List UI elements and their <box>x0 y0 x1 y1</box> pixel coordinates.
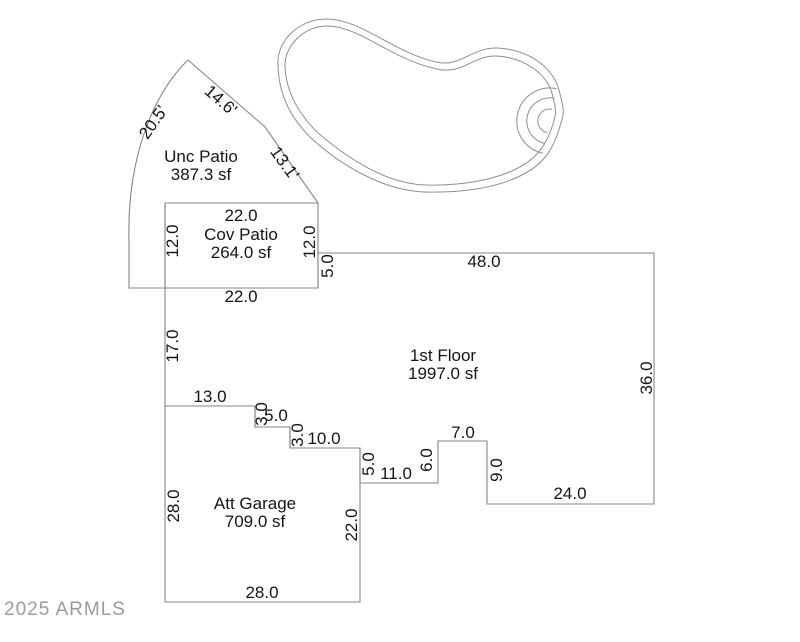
pool-step-arc-outer <box>516 87 557 154</box>
dim-step2-horizontal: 10.0 <box>307 429 340 448</box>
dim-first-floor-left: 17.0 <box>163 329 182 362</box>
dim-first-floor-top: 48.0 <box>467 252 500 271</box>
room-area-first-floor: 1997.0 sf <box>408 364 478 383</box>
armls-watermark: 2025 ARMLS <box>4 599 126 620</box>
att-garage-outline <box>164 405 361 603</box>
dim-unc-patio-top: 14.6' <box>201 81 241 119</box>
dim-cov-patio-left: 12.0 <box>163 224 182 257</box>
dim-notch-horizontal: 11.0 <box>380 464 412 483</box>
dim-cov-patio-top: 22.0 <box>224 206 257 225</box>
dim-cov-patio-bottom: 22.0 <box>224 287 257 306</box>
room-label-first-floor: 1st Floor <box>410 346 476 365</box>
room-area-cov-patio: 264.0 sf <box>211 243 272 262</box>
pool-step-arc-inner <box>537 108 553 134</box>
pool-inner-outline <box>284 25 556 186</box>
dim-garage-right: 22.0 <box>342 508 361 541</box>
room-area-att-garage: 709.0 sf <box>225 512 286 531</box>
dim-bump-right: 9.0 <box>487 458 506 482</box>
room-label-cov-patio: Cov Patio <box>204 225 278 244</box>
dim-bump-left: 6.0 <box>417 448 436 472</box>
dim-cov-patio-right: 12.0 <box>300 225 319 258</box>
dim-garage-bottom: 28.0 <box>245 583 278 602</box>
room-labels: Unc Patio 387.3 sf Cov Patio 264.0 sf 1s… <box>164 147 478 531</box>
dim-unc-patio-right: 13.1' <box>266 143 303 184</box>
dim-unc-patio-arc: 20.5' <box>135 102 171 143</box>
pool-steps <box>516 87 557 154</box>
dim-first-floor-right: 36.0 <box>637 361 656 394</box>
dim-step2-vertical: 3.0 <box>288 423 307 447</box>
pool <box>277 18 564 193</box>
room-label-unc-patio: Unc Patio <box>164 147 238 166</box>
dim-first-floor-left-upper: 5.0 <box>318 254 337 278</box>
room-label-att-garage: Att Garage <box>214 494 296 513</box>
pool-outer-outline <box>277 18 564 193</box>
dim-step1-top: 13.0 <box>193 387 226 406</box>
dim-step1-horizontal: 5.0 <box>264 406 288 425</box>
dim-notch-vertical: 5.0 <box>359 452 378 476</box>
room-area-unc-patio: 387.3 sf <box>171 165 232 184</box>
dim-bump-top: 7.0 <box>451 423 475 442</box>
pool-step-arc-middle <box>526 97 555 144</box>
dim-garage-left: 28.0 <box>164 489 183 522</box>
dim-step1-vertical: 3.0 <box>252 402 271 426</box>
dim-first-floor-bottom: 24.0 <box>553 484 586 503</box>
